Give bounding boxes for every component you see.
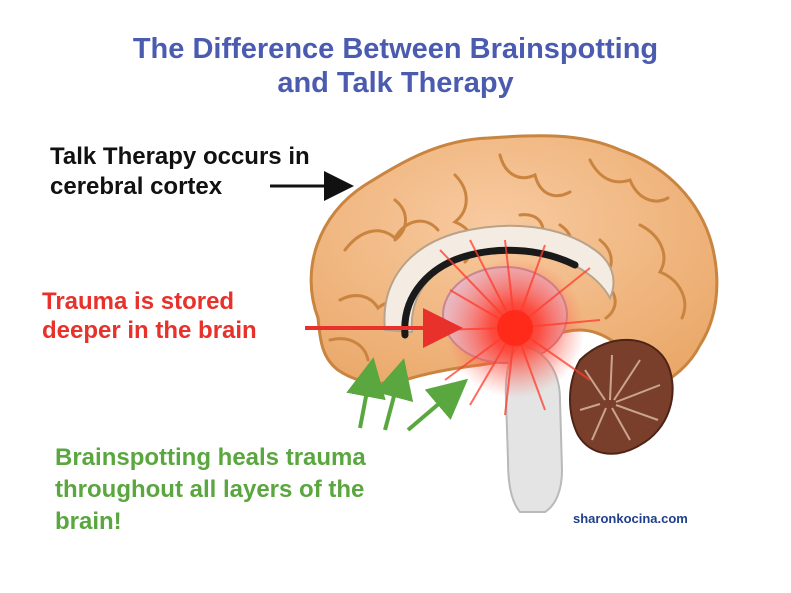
trauma-label-line-1: Trauma is stored <box>42 288 235 315</box>
talk-therapy-label-line-1: Talk Therapy occurs in <box>50 143 310 170</box>
brainspotting-label-line-2: throughout all layers of the <box>55 476 365 503</box>
trauma-burst <box>429 239 601 416</box>
arrow-up-right-icon <box>406 378 469 432</box>
title-line-1: The Difference Between Brainspotting <box>132 33 659 65</box>
title-line-2: and Talk Therapy <box>277 67 514 99</box>
talk-therapy-label-line-2: cerebral cortex <box>50 173 223 200</box>
trauma-label-line-2: deeper in the brain <box>42 317 257 344</box>
brainspotting-label-line-3: brain! <box>55 508 122 535</box>
arrow-up-icon <box>346 357 386 429</box>
cerebellum <box>569 338 674 455</box>
brainspotting-label-line-1: Brainspotting heals trauma <box>55 444 366 471</box>
arrow-up-icon <box>374 358 414 431</box>
source-credit: sharonkocina.com <box>573 511 688 526</box>
